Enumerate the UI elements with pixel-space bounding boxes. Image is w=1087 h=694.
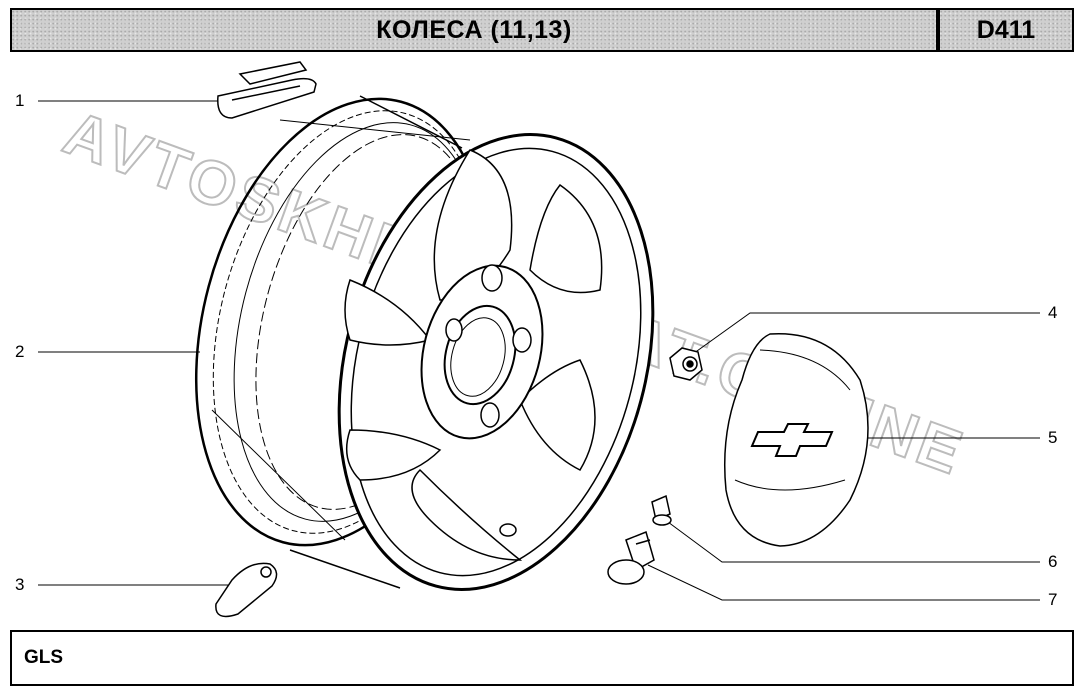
page-title: КОЛЕСА (11,13): [376, 15, 572, 44]
callout-5: 5: [1048, 428, 1058, 447]
leader-line-7: [647, 564, 1040, 601]
wheel-face: [337, 133, 655, 591]
header-divider: [936, 10, 940, 50]
hub-cap-icon: [723, 332, 869, 547]
callout-1: 1: [15, 91, 25, 110]
footer-bar: GLS: [10, 630, 1074, 686]
callout-7: 7: [1048, 590, 1058, 609]
wheel-nut-icon: [669, 347, 703, 381]
balance-weight-icon: [217, 61, 317, 119]
callout-6: 6: [1048, 552, 1058, 571]
leader-line-6: [667, 521, 1040, 563]
tire-valve-icon: [607, 530, 655, 585]
callout-2: 2: [15, 342, 25, 361]
callout-3: 3: [15, 575, 25, 594]
callout-4: 4: [1048, 303, 1058, 322]
weight-clip-icon: [215, 562, 278, 618]
valve-cap-icon: [651, 494, 672, 526]
trim-label: GLS: [24, 647, 64, 668]
diagram-code: D411: [976, 15, 1036, 44]
header-bar: КОЛЕСА (11,13) D411: [10, 8, 1074, 52]
leader-line-4: [689, 312, 1040, 357]
